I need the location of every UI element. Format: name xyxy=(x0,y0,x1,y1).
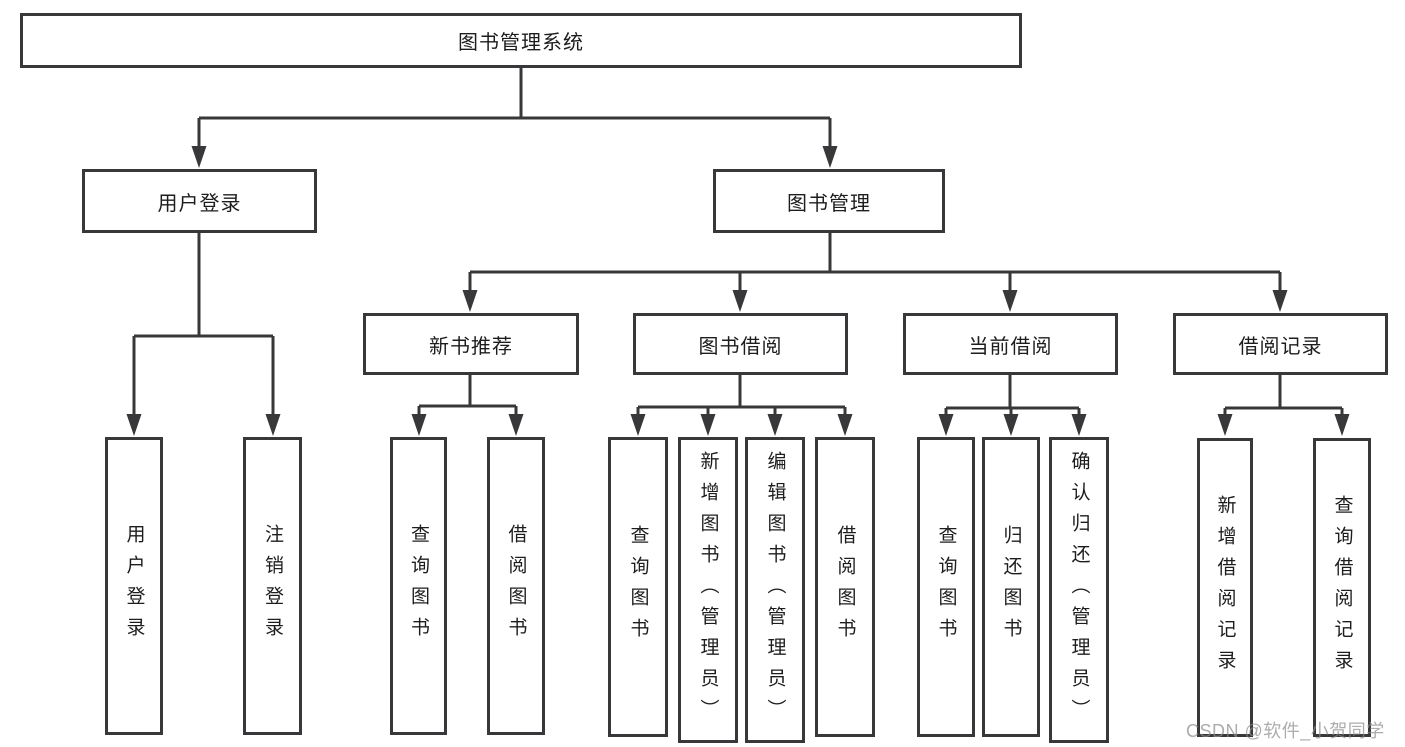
arrowhead-down-icon xyxy=(938,414,954,436)
arrowhead-down-icon xyxy=(1071,414,1087,436)
arrowhead-down-icon xyxy=(508,414,524,436)
arrowhead-down-icon xyxy=(822,146,838,168)
node-label: 借阅图书 xyxy=(834,525,856,649)
arrowhead-down-icon xyxy=(732,290,748,312)
node-label: 新增图书（管理员） xyxy=(697,450,719,730)
leaf-return-books: 归还图书 xyxy=(982,437,1040,737)
leaf-add-books-admin: 新增图书（管理员） xyxy=(678,437,738,743)
arrowhead-down-icon xyxy=(1217,414,1233,436)
arrowhead-down-icon xyxy=(700,414,716,436)
arrowhead-down-icon xyxy=(411,414,427,436)
node-library-management-system: 图书管理系统 xyxy=(20,13,1022,68)
node-new-book-recommendation: 新书推荐 xyxy=(363,313,579,375)
node-label: 图书管理 xyxy=(787,192,871,215)
node-label: 借阅图书 xyxy=(505,524,527,648)
arrowhead-down-icon xyxy=(1334,414,1350,436)
arrowhead-down-icon xyxy=(630,414,646,436)
connector-current-borrow-children xyxy=(938,375,1087,436)
arrowhead-down-icon xyxy=(126,414,142,436)
node-user-login: 用户登录 xyxy=(82,169,317,233)
leaf-query-borrow-record: 查询借阅记录 xyxy=(1313,438,1371,737)
arrowhead-down-icon xyxy=(767,414,783,436)
leaf-logout: 注销登录 xyxy=(243,437,302,735)
arrowhead-down-icon xyxy=(1002,290,1018,312)
arrowhead-down-icon xyxy=(265,414,281,436)
node-label: 用户登录 xyxy=(123,524,145,648)
leaf-confirm-return-admin: 确认归还（管理员） xyxy=(1049,437,1109,743)
node-label: 图书管理系统 xyxy=(458,32,584,54)
csdn-watermark: CSDN @软件_小贺同学 xyxy=(1186,721,1385,741)
node-label: 编辑图书（管理员） xyxy=(764,450,786,730)
arrowhead-down-icon xyxy=(1003,414,1019,436)
leaf-query-books: 查询图书 xyxy=(917,437,975,737)
node-label: 查询图书 xyxy=(627,525,649,649)
node-label: 归还图书 xyxy=(1000,525,1022,649)
connector-book-mgmt-children xyxy=(462,233,1288,312)
connector-borrow-record-children xyxy=(1217,375,1350,436)
leaf-edit-books-admin: 编辑图书（管理员） xyxy=(745,437,805,743)
node-label: 新书推荐 xyxy=(429,335,513,358)
leaf-query-books: 查询图书 xyxy=(608,437,668,737)
arrowhead-down-icon xyxy=(191,146,207,168)
leaf-borrow-books: 借阅图书 xyxy=(487,437,545,735)
node-label: 用户登录 xyxy=(157,192,242,215)
leaf-borrow-books: 借阅图书 xyxy=(815,437,875,737)
node-label: 借阅记录 xyxy=(1238,335,1323,358)
node-book-management: 图书管理 xyxy=(713,169,945,233)
connector-user-login-children xyxy=(126,233,281,436)
connector-root-to-level2 xyxy=(191,68,838,168)
node-book-borrowing: 图书借阅 xyxy=(633,313,848,375)
connector-new-book-children xyxy=(411,375,524,436)
node-label: 新增借阅记录 xyxy=(1214,494,1236,681)
leaf-user-login: 用户登录 xyxy=(105,437,163,735)
node-label: 当前借阅 xyxy=(968,335,1053,358)
connector-book-borrow-children xyxy=(630,375,853,436)
node-label: 确认归还（管理员） xyxy=(1068,450,1090,730)
arrowhead-down-icon xyxy=(837,414,853,436)
leaf-query-books: 查询图书 xyxy=(390,437,447,735)
node-current-borrowing: 当前借阅 xyxy=(903,313,1118,375)
node-label: 查询借阅记录 xyxy=(1331,494,1353,681)
node-borrowing-records: 借阅记录 xyxy=(1173,313,1388,375)
arrowhead-down-icon xyxy=(1272,290,1288,312)
node-label: 查询图书 xyxy=(408,524,429,648)
node-label: 注销登录 xyxy=(262,524,283,648)
node-label: 图书借阅 xyxy=(698,335,783,358)
leaf-add-borrow-record: 新增借阅记录 xyxy=(1197,438,1253,737)
node-label: 查询图书 xyxy=(935,525,957,649)
arrowhead-down-icon xyxy=(462,290,478,312)
